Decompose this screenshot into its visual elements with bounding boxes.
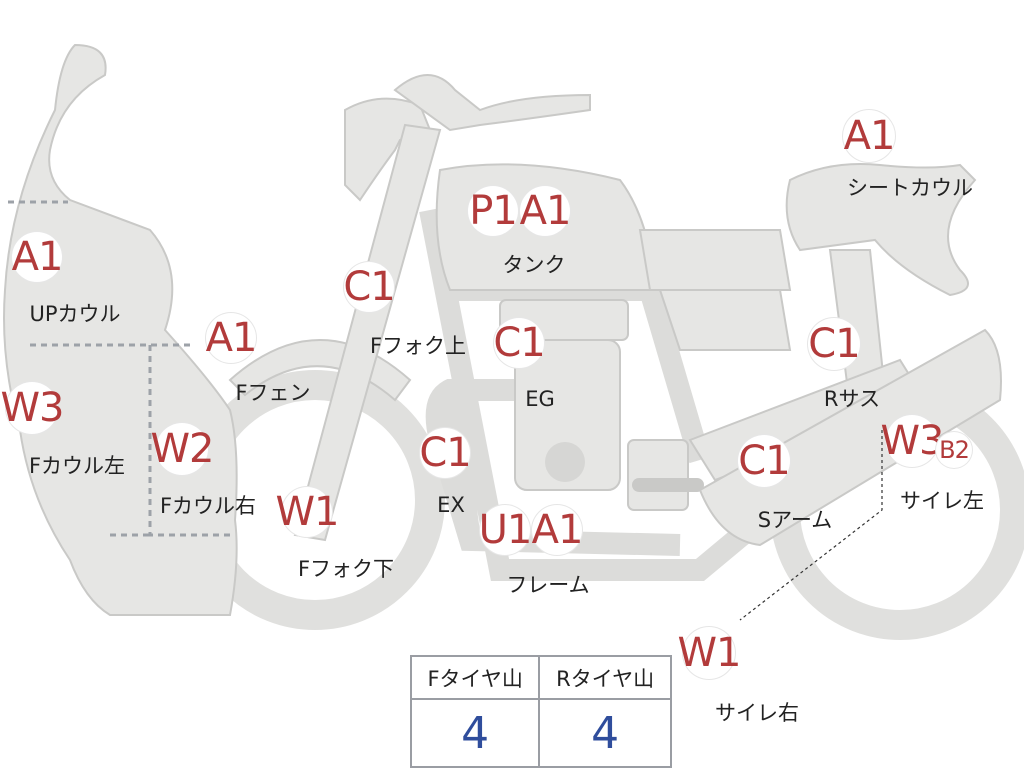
front-tire-value: 4 — [409, 698, 541, 768]
label-up-cowl: UPカウル — [29, 302, 121, 326]
badge-f-fork-upper: C1 — [343, 262, 396, 312]
label-f-fender: Fフェン — [235, 381, 311, 405]
engine-body — [514, 339, 621, 491]
label-f-cowl-right: Fカウル右 — [159, 494, 257, 518]
badge-tank-a1: A1 — [519, 186, 571, 236]
badge-seat-cowl: A1 — [843, 110, 895, 162]
label-f-fork-lower: Fフォク下 — [297, 557, 395, 581]
label-silencer-right: サイレ右 — [715, 701, 799, 725]
badge-silencer-left-b2: B2 — [936, 432, 972, 468]
cowl-panel-line-3 — [148, 345, 230, 537]
label-s-arm: Sアーム — [757, 508, 833, 532]
badge-s-arm: C1 — [738, 435, 791, 487]
label-seat-cowl: シートカウル — [847, 176, 973, 200]
label-f-fork-upper: Fフォク上 — [369, 334, 467, 358]
tire-tread-table: Fタイヤ山 Rタイヤ山 4 4 — [409, 654, 672, 768]
badge-r-sus: C1 — [808, 318, 861, 370]
handle-grip-shape — [393, 74, 591, 132]
rear-tire-header: Rタイヤ山 — [538, 654, 672, 701]
front-fork-shape — [293, 123, 442, 542]
engine-case — [545, 442, 585, 482]
badge-ex: C1 — [419, 428, 472, 478]
label-eg: EG — [525, 387, 555, 411]
label-r-sus: Rサス — [823, 387, 881, 411]
seat-cowl-shape — [785, 163, 977, 297]
label-ex: EX — [437, 493, 465, 517]
badge-f-cowl-right: W2 — [151, 423, 215, 475]
seat-shape — [638, 229, 792, 291]
badge-up-cowl: A1 — [11, 232, 63, 282]
badge-silencer-left-w3: W3 — [881, 415, 945, 467]
label-f-cowl-left: Fカウル左 — [28, 454, 126, 478]
rear-tire-value: 4 — [538, 698, 672, 768]
badge-eg: C1 — [493, 318, 546, 368]
engine-rear — [627, 439, 689, 511]
label-tank: タンク — [502, 253, 566, 277]
rear-strut-shape — [658, 289, 792, 351]
silencer-leader-line — [739, 430, 883, 621]
badge-f-fender: A1 — [205, 313, 257, 363]
label-frame: フレーム — [506, 573, 590, 597]
badge-silencer-right: W1 — [678, 627, 742, 679]
label-silencer-left: サイレ左 — [900, 489, 984, 513]
front-cowl-shape — [3, 43, 238, 616]
badge-frame-u1: U1 — [478, 505, 532, 555]
badge-f-fork-lower: W1 — [275, 487, 340, 537]
badge-f-cowl-left: W3 — [1, 382, 65, 434]
badge-tank-p1: P1 — [468, 186, 518, 236]
badge-frame-a1: A1 — [531, 505, 583, 555]
front-tire-header: Fタイヤ山 — [409, 654, 541, 701]
silencer-shape — [698, 328, 1002, 547]
footrest-bar — [632, 478, 704, 492]
